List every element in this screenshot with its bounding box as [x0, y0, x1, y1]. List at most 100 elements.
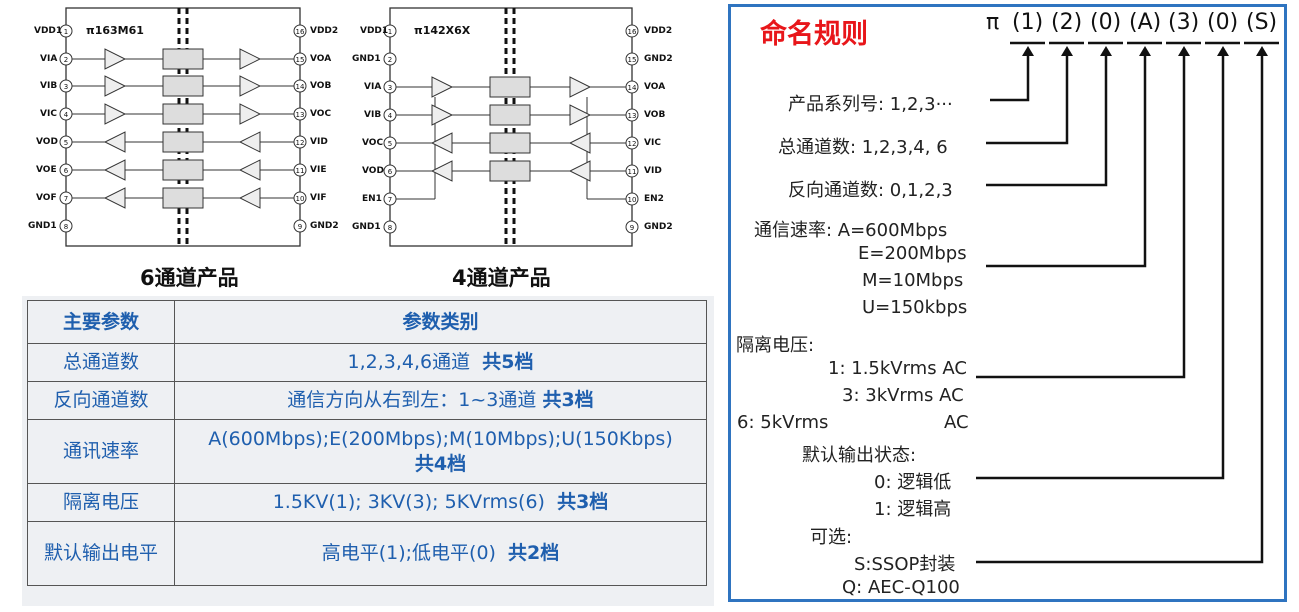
rule-voltage-3: 3: 3kVrms AC	[842, 385, 964, 406]
svg-text:9: 9	[630, 224, 634, 232]
svg-text:8: 8	[64, 223, 68, 231]
rule-optional-title: 可选:	[810, 527, 853, 548]
svg-text:11: 11	[628, 168, 637, 176]
svg-text:6: 6	[64, 167, 69, 175]
rule-voltage-6-ac: AC	[944, 412, 969, 433]
table-cell-value: 通信方向从右到左：1~3通道 共3档	[174, 381, 707, 420]
chip6-pin-right-13: VOC	[310, 109, 332, 119]
naming-rule-title: 命名规则	[760, 19, 868, 50]
count-text: 共3档	[557, 491, 609, 513]
svg-text:14: 14	[628, 84, 637, 92]
svg-text:2: 2	[388, 56, 392, 64]
table-header-category: 参数类别	[174, 300, 707, 344]
chip6-caption: 6通道产品	[140, 266, 239, 290]
table-row: 反向通道数 通信方向从右到左：1~3通道 共3档	[27, 381, 707, 420]
svg-text:6: 6	[388, 168, 393, 176]
svg-text:4: 4	[388, 112, 393, 120]
count-text: 共3档	[542, 389, 594, 411]
rule-speed-u: U=150kbps	[862, 297, 968, 318]
rule-speed-m: M=10Mbps	[862, 270, 964, 291]
rule-total-channels: 总通道数: 1,2,3,4, 6	[778, 137, 948, 158]
table-cell-value: 1.5KV(1); 3KV(3); 5KVrms(6) 共3档	[174, 483, 707, 522]
chip6-pin-right-9: GND2	[310, 221, 339, 231]
value-text: A(600Mbps);E(200Mbps);M(10Mbps);U(150Kbp…	[208, 427, 673, 450]
chip6-pin-left-6: VOE	[36, 165, 57, 175]
code-char-7: (S)	[1246, 10, 1278, 35]
rule-output-title: 默认输出状态:	[802, 445, 917, 466]
code-char-3: (0)	[1090, 10, 1122, 35]
value-text: 通信方向从右到左：1~3通道	[287, 389, 537, 411]
svg-text:7: 7	[388, 196, 392, 204]
code-char-4: (A)	[1129, 10, 1162, 35]
code-char-pi: π	[986, 10, 1000, 35]
code-char-6: (0)	[1207, 10, 1239, 35]
table-row: 隔离电压 1.5KV(1); 3KV(3); 5KVrms(6) 共3档	[27, 483, 707, 522]
svg-text:1: 1	[64, 28, 68, 36]
svg-text:10: 10	[628, 196, 637, 204]
table-cell-value: 高电平(1);低电平(0) 共2档	[174, 521, 707, 586]
chip6-pin-left-7: VOF	[36, 193, 57, 203]
chip6-pin-left-2: VIA	[40, 54, 58, 64]
rule-reverse-channels: 反向通道数: 0,1,2,3	[788, 180, 953, 201]
svg-text:2: 2	[64, 56, 68, 64]
table-header-param: 主要参数	[27, 300, 175, 344]
chip4-pin-right-9: GND2	[644, 222, 673, 232]
chip4-pin-left-1: VDD1	[360, 26, 389, 36]
svg-text:15: 15	[628, 56, 637, 64]
value-text: 1.5KV(1); 3KV(3); 5KVrms(6)	[272, 491, 545, 513]
rule-output-0: 0: 逻辑低	[874, 472, 952, 493]
svg-text:7: 7	[64, 195, 68, 203]
code-char-5: (3)	[1168, 10, 1200, 35]
chip4-pin-right-12: VIC	[644, 138, 661, 148]
parameter-table: 主要参数 参数类别 总通道数 1,2,3,4,6通道 共5档 反向通道数 通信方…	[27, 300, 707, 586]
chip6-pin-right-11: VIE	[310, 165, 327, 175]
chip4-pin-right-15: GND2	[644, 54, 673, 64]
svg-text:16: 16	[628, 28, 637, 36]
chip6-pin-left-3: VIB	[40, 81, 58, 91]
svg-text:10: 10	[296, 195, 305, 203]
table-cell-param: 隔离电压	[27, 483, 175, 522]
svg-text:13: 13	[296, 111, 305, 119]
chip6-name: π163M61	[86, 24, 144, 37]
code-char-1: (1)	[1012, 10, 1044, 35]
table-cell-value: 1,2,3,4,6通道 共5档	[174, 343, 707, 382]
rule-series: 产品系列号: 1,2,3···	[788, 94, 953, 115]
chip6-pin-right-10: VIF	[310, 193, 327, 203]
svg-text:4: 4	[64, 111, 69, 119]
chip4-pin-left-6: VOD	[362, 166, 384, 176]
table-row: 总通道数 1,2,3,4,6通道 共5档	[27, 343, 707, 382]
chip6-pin-right-12: VID	[310, 137, 328, 147]
chip4-pin-left-3: VIA	[364, 82, 382, 92]
table-cell-param: 默认输出电平	[27, 521, 175, 586]
chip4-pin-right-16: VDD2	[644, 26, 673, 36]
rule-voltage-1: 1: 1.5kVrms AC	[828, 358, 967, 379]
svg-text:16: 16	[296, 28, 305, 36]
rule-optional-q: Q: AEC-Q100	[842, 577, 960, 598]
svg-text:12: 12	[628, 140, 637, 148]
chip4-pin-right-11: VID	[644, 166, 662, 176]
svg-text:15: 15	[296, 56, 305, 64]
chip6-pin-left-8: GND1	[28, 221, 57, 231]
value-text: 1,2,3,4,6通道	[347, 351, 471, 373]
count-text: 共2档	[508, 542, 560, 564]
chip6-pin-left-4: VIC	[40, 109, 57, 119]
svg-text:3: 3	[64, 83, 68, 91]
chip4-pin-right-10: EN2	[644, 194, 664, 204]
chip6-pin-left-1: VDD1	[34, 26, 63, 36]
rule-voltage-title: 隔离电压:	[736, 335, 815, 356]
chip6-pin-left-5: VOD	[36, 137, 58, 147]
table-row: 通讯速率 A(600Mbps);E(200Mbps);M(10Mbps);U(1…	[27, 419, 707, 484]
chip4-pin-left-7: EN1	[362, 194, 382, 204]
svg-text:8: 8	[388, 224, 392, 232]
svg-text:5: 5	[388, 140, 392, 148]
table-header-row: 主要参数 参数类别	[27, 300, 707, 344]
rule-voltage-6: 6: 5kVrms	[737, 412, 829, 433]
table-cell-param: 总通道数	[27, 343, 175, 382]
chip4-pin-right-14: VOA	[644, 82, 666, 92]
count-text: 共5档	[482, 351, 534, 373]
rule-optional-s: S:SSOP封装	[854, 554, 956, 575]
code-char-2: (2)	[1051, 10, 1083, 35]
